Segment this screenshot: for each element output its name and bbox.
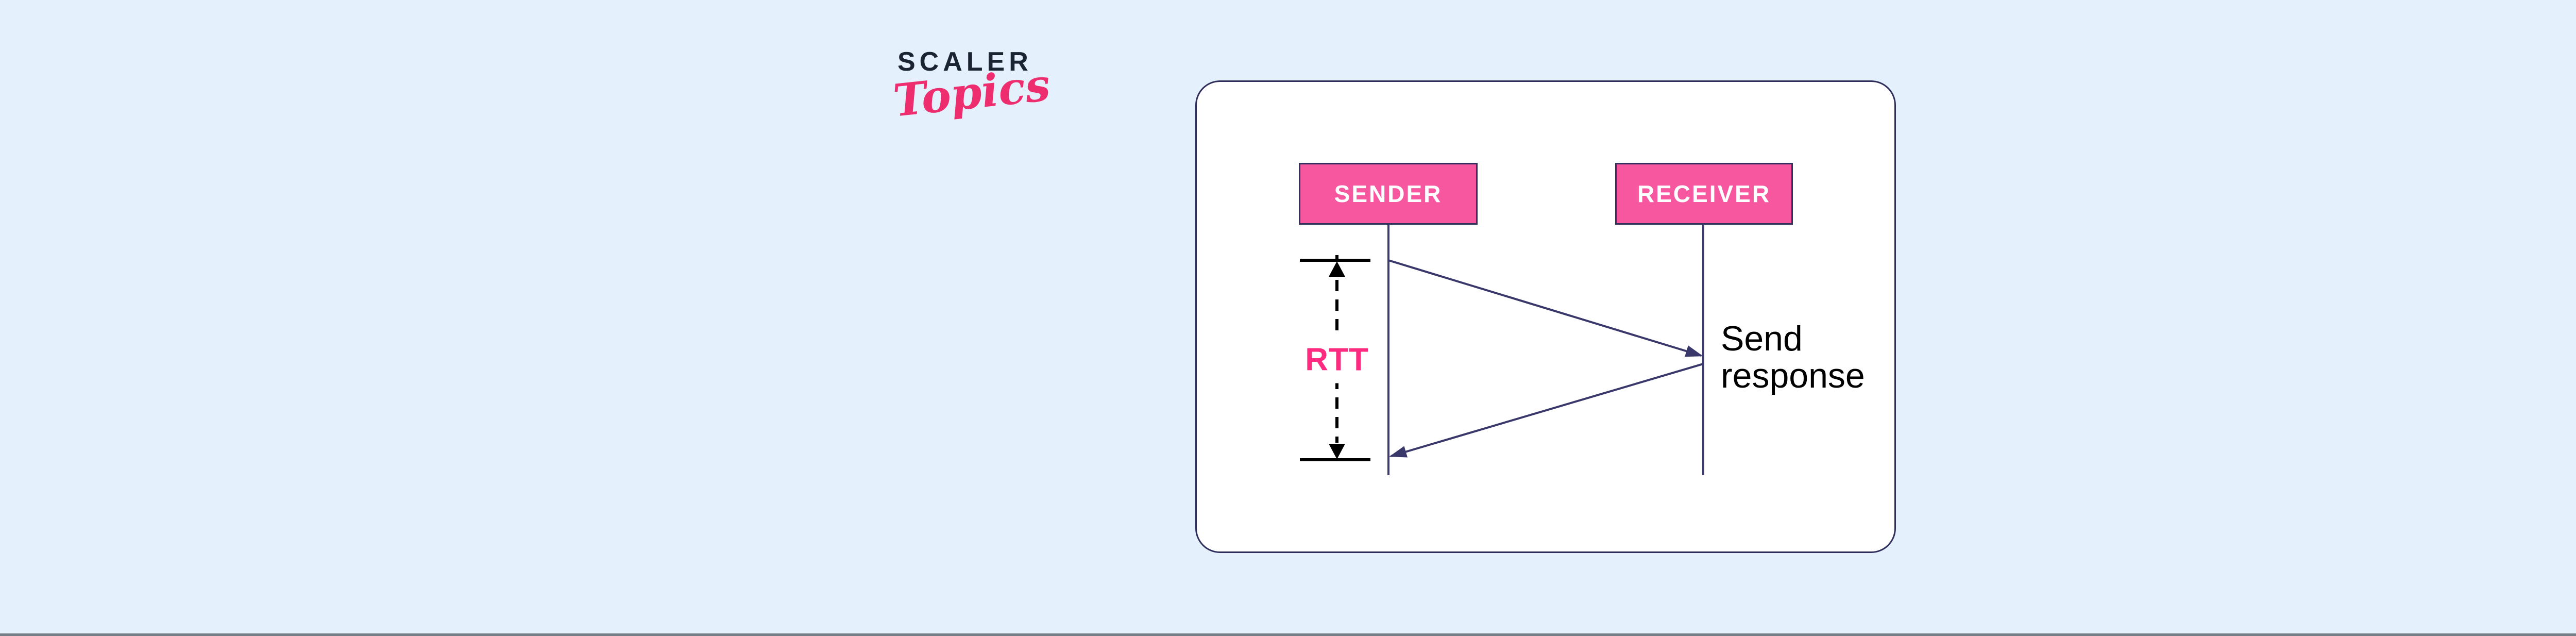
logo-wordmark-topics: Topics <box>891 59 1053 127</box>
send-response-annotation: Send response <box>1721 319 1865 396</box>
sender-label: SENDER <box>1334 180 1443 207</box>
rtt-measure-label: RTT <box>1302 336 1372 383</box>
sequence-diagram-lines <box>1300 225 1704 475</box>
bottom-edge-bar <box>0 633 2576 636</box>
scaler-topics-logo: SCALER Topics <box>890 46 1053 127</box>
logo-wordmark-scaler: SCALER <box>897 47 1032 77</box>
receiver-box: RECEIVER <box>1615 163 1793 225</box>
rtt-top-arrowhead-icon <box>1329 261 1345 277</box>
sender-box: SENDER <box>1299 163 1478 225</box>
diagram-card: SENDER RECEIVER RTT Send response <box>1195 80 1896 553</box>
receiver-label: RECEIVER <box>1637 180 1771 207</box>
response-arrow <box>1389 363 1704 458</box>
rtt-bottom-arrowhead-icon <box>1329 444 1345 459</box>
request-arrow <box>1388 259 1703 357</box>
